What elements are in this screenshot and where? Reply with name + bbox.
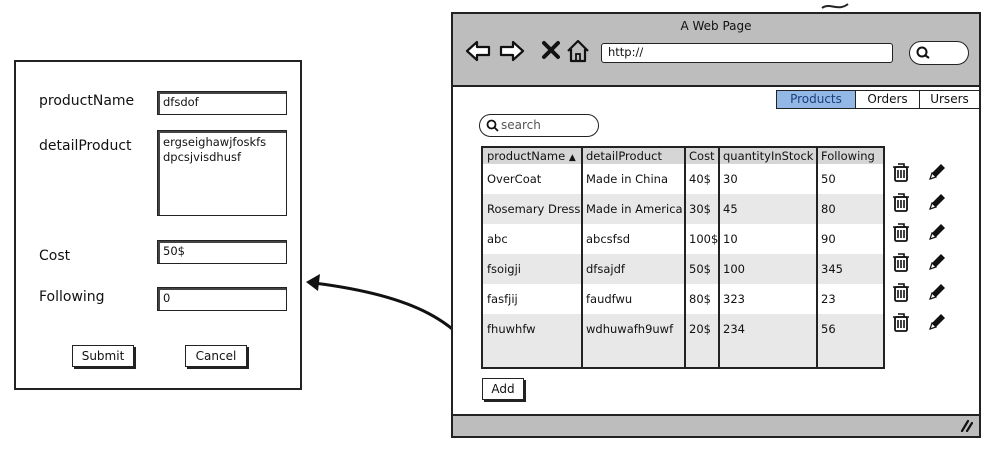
- decorative-squiggle: [821, 3, 849, 9]
- productname-label: productName: [39, 93, 135, 109]
- cell-quantityinstock: 100: [723, 262, 745, 276]
- search-icon: [486, 119, 499, 132]
- cell-quantityinstock: 10: [723, 232, 738, 246]
- pencil-icon[interactable]: [927, 312, 947, 333]
- cell-following: 56: [821, 322, 836, 336]
- resize-handle-icon[interactable]: [959, 419, 973, 432]
- cell-quantityinstock: 30: [723, 172, 738, 186]
- productname-field[interactable]: dfsdof: [157, 91, 287, 115]
- column-divider: [718, 148, 720, 367]
- trash-icon[interactable]: [891, 282, 911, 303]
- table-search-input[interactable]: search: [479, 114, 599, 137]
- cell-following: 23: [821, 292, 836, 306]
- pencil-icon[interactable]: [927, 252, 947, 273]
- cell-cost: 40$: [689, 172, 711, 186]
- cost-label: Cost: [39, 248, 71, 264]
- column-header-detailproduct[interactable]: detailProduct: [586, 149, 662, 163]
- trash-icon[interactable]: [891, 312, 911, 333]
- trash-icon[interactable]: [891, 222, 911, 243]
- column-divider: [581, 148, 583, 367]
- cell-detailproduct: wdhuwafh9uwf: [586, 322, 674, 336]
- cell-productname: fsoigji: [487, 262, 521, 276]
- products-table: productName ▲ detailProduct Cost quantit…: [481, 146, 885, 369]
- cell-quantityinstock: 45: [723, 202, 738, 216]
- tab-products[interactable]: Products: [776, 90, 856, 109]
- cell-detailproduct: Made in China: [586, 172, 668, 186]
- window-title: A Web Page: [680, 19, 752, 33]
- trash-icon[interactable]: [891, 162, 911, 183]
- tab-ursers[interactable]: Ursers: [919, 90, 980, 109]
- pencil-icon[interactable]: [927, 162, 947, 183]
- pencil-icon[interactable]: [927, 222, 947, 243]
- cell-detailproduct: abcsfsd: [586, 232, 631, 246]
- column-header-following[interactable]: Following: [821, 149, 875, 163]
- cell-cost: 100$: [689, 232, 718, 246]
- column-divider: [684, 148, 686, 367]
- trash-icon[interactable]: [891, 252, 911, 273]
- product-form-panel: productName dfsdof detailProduct ergseig…: [14, 60, 302, 390]
- pencil-icon[interactable]: [927, 282, 947, 303]
- cell-productname: OverCoat: [487, 172, 542, 186]
- stop-icon[interactable]: [541, 40, 561, 60]
- cell-following: 80: [821, 202, 836, 216]
- column-header-quantityinstock[interactable]: quantityInStock: [723, 149, 814, 163]
- browser-chrome: A Web Page http://: [453, 14, 979, 87]
- detailproduct-label: detailProduct: [39, 138, 132, 154]
- cell-following: 90: [821, 232, 836, 246]
- forward-icon[interactable]: [499, 39, 525, 63]
- cell-productname: Rosemary Dress: [487, 202, 581, 216]
- following-field[interactable]: 0: [157, 287, 287, 311]
- following-label: Following: [39, 289, 105, 305]
- column-header-cost[interactable]: Cost: [689, 149, 715, 163]
- cell-detailproduct: Made in America: [586, 202, 683, 216]
- cell-productname: fhuwhfw: [487, 322, 536, 336]
- cell-productname: fasfjij: [487, 292, 518, 306]
- cell-cost: 80$: [689, 292, 711, 306]
- cell-following: 345: [821, 262, 843, 276]
- address-bar[interactable]: http://: [601, 43, 893, 63]
- browser-search-button[interactable]: [909, 41, 969, 65]
- table-header-row: [483, 148, 883, 164]
- browser-statusbar: [453, 414, 979, 436]
- trash-icon[interactable]: [891, 192, 911, 213]
- cell-cost: 50$: [689, 262, 711, 276]
- cell-cost: 20$: [689, 322, 711, 336]
- column-divider: [816, 148, 818, 367]
- detailproduct-field[interactable]: ergseighawjfoskfs dpcsjvisdhusf: [157, 130, 287, 216]
- add-button[interactable]: Add: [482, 378, 524, 400]
- cell-following: 50: [821, 172, 836, 186]
- column-header-label: productName: [487, 149, 566, 163]
- column-header-productname[interactable]: productName ▲: [483, 147, 581, 167]
- cell-cost: 30$: [689, 202, 711, 216]
- cell-quantityinstock: 234: [723, 322, 745, 336]
- submit-button[interactable]: Submit: [72, 345, 134, 367]
- back-icon[interactable]: [465, 39, 491, 63]
- pencil-icon[interactable]: [927, 192, 947, 213]
- search-placeholder: search: [501, 118, 541, 132]
- cell-quantityinstock: 323: [723, 292, 745, 306]
- home-icon[interactable]: [565, 38, 591, 64]
- search-icon: [916, 46, 930, 59]
- cell-detailproduct: dfsajdf: [586, 262, 625, 276]
- sort-ascending-icon: ▲: [568, 153, 576, 163]
- cell-detailproduct: faudfwu: [586, 292, 633, 306]
- table-empty-row: [483, 344, 883, 367]
- browser-window: A Web Page http:// Products Orders Urser…: [451, 12, 981, 438]
- cancel-button[interactable]: Cancel: [185, 345, 247, 367]
- tab-orders[interactable]: Orders: [855, 90, 920, 109]
- cell-productname: abc: [487, 232, 508, 246]
- cost-field[interactable]: 50$: [157, 240, 287, 264]
